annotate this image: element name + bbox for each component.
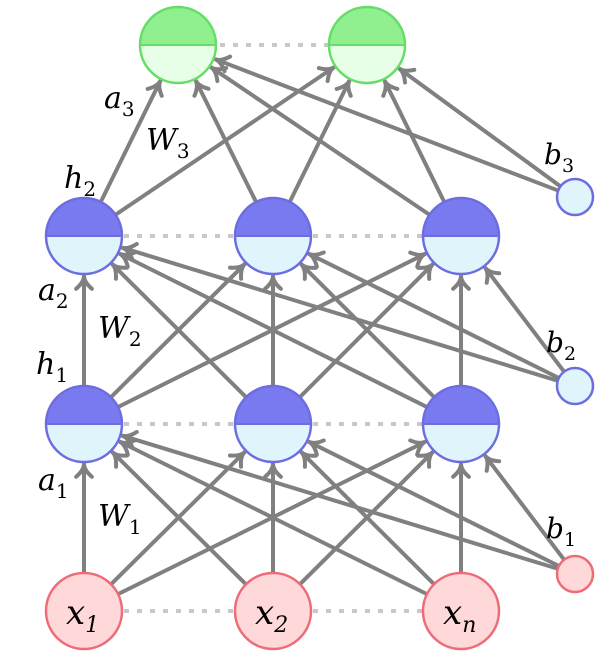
bias-label-b2: b2 (546, 326, 576, 365)
activation-label-a1: a1 (38, 463, 69, 503)
edge-b1-h1-1 (120, 429, 559, 571)
edge-b2-h2-1 (120, 241, 559, 383)
hidden1-node-3 (421, 384, 501, 464)
layer-dotted-connectors (124, 43, 423, 613)
edge-x2-h1-1 (110, 450, 248, 586)
nodes (44, 5, 595, 651)
edge-x3-h1-2 (299, 450, 436, 586)
input-label-1: x1 (66, 593, 99, 638)
edge-b1-h1-2 (306, 438, 560, 568)
input-node-3 (421, 571, 501, 651)
weight-label-W2: W2 (98, 311, 142, 351)
edge-b3-out-1 (213, 54, 559, 193)
bias-label-b3: b3 (544, 138, 574, 177)
weight-label-W3: W3 (146, 123, 190, 163)
output-node-1 (138, 5, 218, 85)
activation-label-a3: a3 (104, 81, 135, 121)
edge-h1-3-h2-2 (299, 262, 436, 399)
weight-label-W1: W1 (98, 499, 142, 539)
bias-label-b1: b1 (546, 512, 576, 551)
hidden2-node-3 (421, 196, 501, 276)
edge-b2-h2-3 (483, 265, 566, 373)
input-node-1 (44, 571, 124, 651)
edge-b2-h2-2 (306, 250, 560, 380)
edge-h1-2-h2-1 (110, 262, 248, 399)
input-label-2: x2 (255, 593, 288, 638)
bias-node-b2 (555, 366, 595, 406)
edges (74, 54, 566, 596)
edge-x1-h1-1 (74, 462, 94, 573)
hidden-label-h2: h2 (64, 161, 96, 201)
edge-h2-3-out-1 (209, 65, 431, 217)
edge-h2-3-out-2 (381, 78, 447, 203)
hidden1-node-1 (44, 384, 124, 464)
output-node-2 (327, 5, 407, 85)
edge-h2-1-out-1 (98, 78, 164, 203)
activation-label-a2: a2 (38, 273, 69, 313)
edge-h1-1-h2-1 (74, 274, 94, 386)
bias-node-b3 (555, 177, 595, 217)
edge-b3-out-2 (397, 66, 562, 188)
edge-h2-2-out-1 (192, 78, 258, 203)
hidden1-node-2 (233, 384, 313, 464)
bias-node-b1 (555, 554, 595, 594)
input-label-n: xn (443, 593, 476, 638)
hidden-label-h1: h1 (36, 347, 68, 387)
edge-b1-h1-3 (483, 453, 566, 561)
input-node-2 (233, 571, 313, 651)
hidden2-node-1 (44, 196, 124, 276)
hidden2-node-2 (233, 196, 313, 276)
